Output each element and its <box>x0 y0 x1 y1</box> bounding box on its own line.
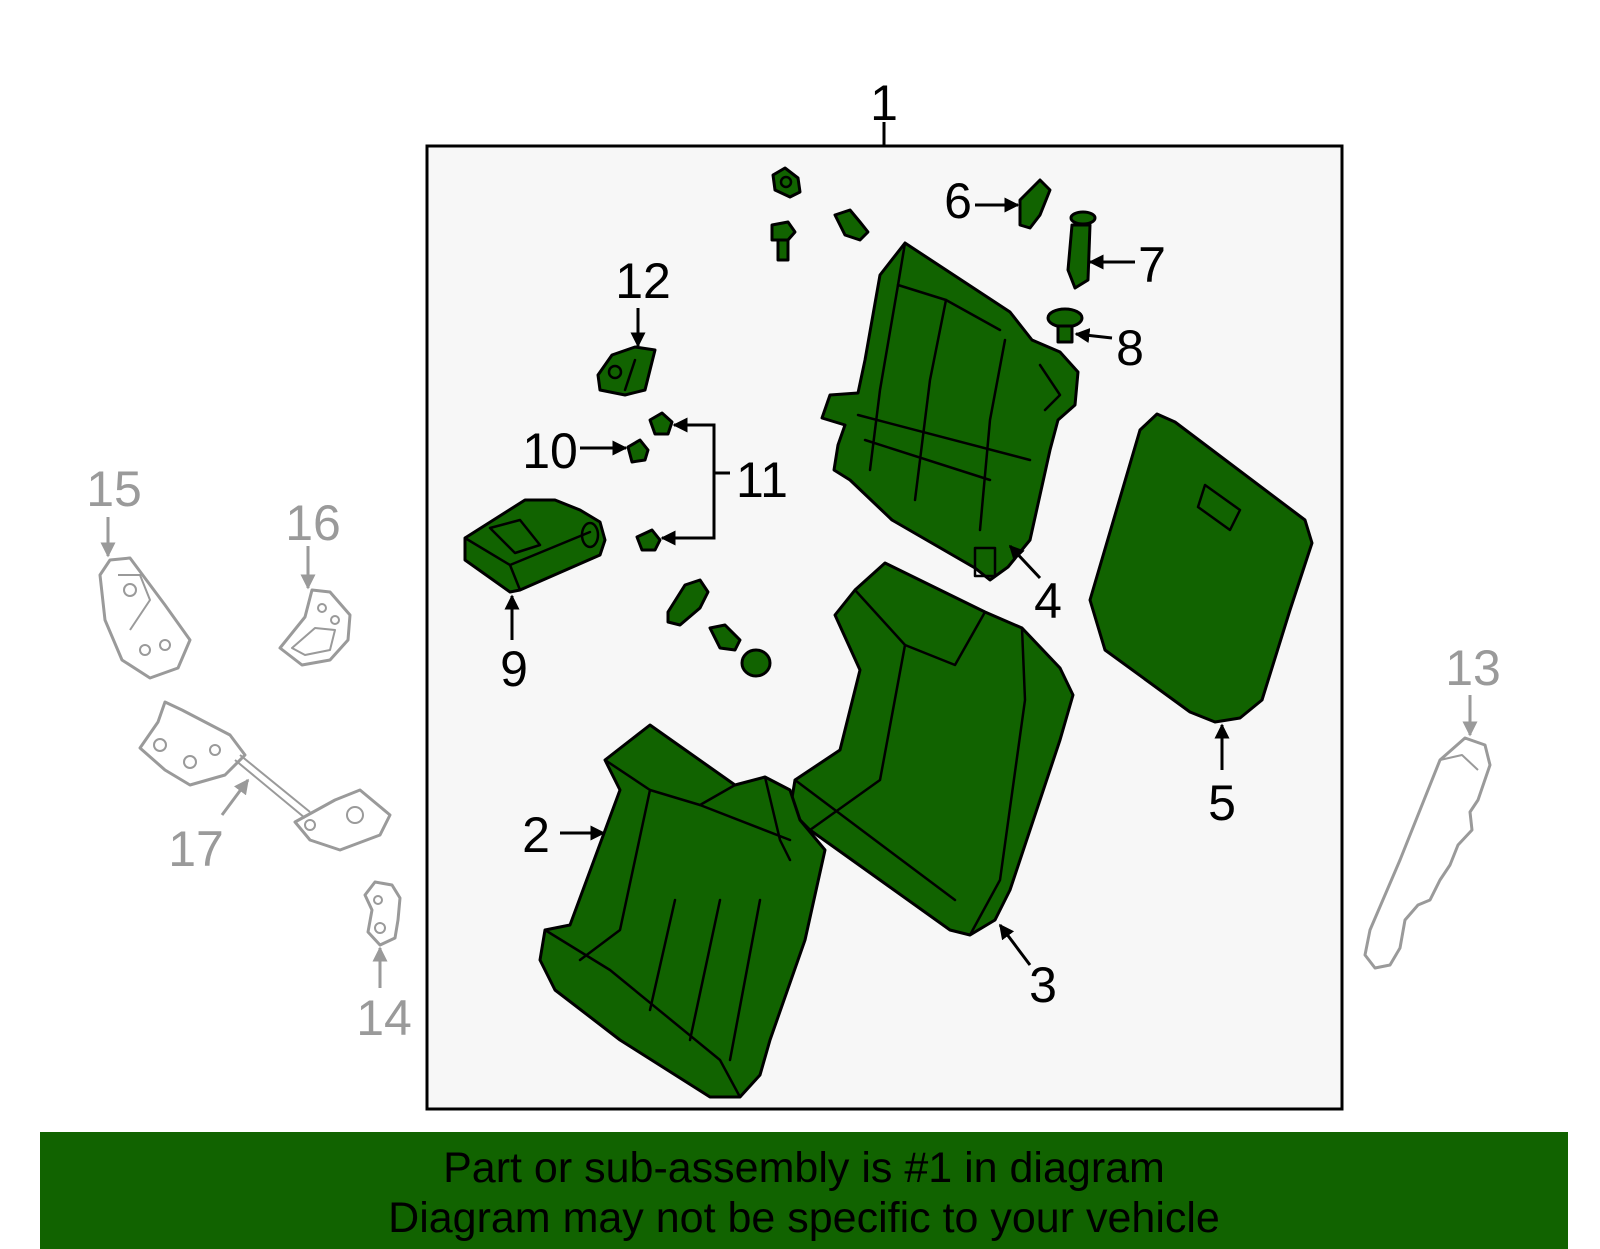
banner-line-2: Diagram may not be specific to your vehi… <box>388 1194 1220 1242</box>
fasteners-top <box>770 166 870 262</box>
callout-12: 12 <box>615 253 671 309</box>
callout-14: 14 <box>356 990 412 1046</box>
part-11-clips <box>635 411 674 552</box>
part-13-side-trim <box>1363 736 1492 970</box>
part-9-armrest <box>463 498 607 594</box>
callout-2: 2 <box>522 807 550 863</box>
part-15-hinge <box>98 556 192 680</box>
callout-17: 17 <box>168 821 224 877</box>
callout-7: 7 <box>1138 237 1166 293</box>
part-5-back-panel <box>1088 412 1314 724</box>
callout-10: 10 <box>522 423 578 479</box>
callout-8: 8 <box>1116 320 1144 376</box>
part-16-bracket <box>278 588 352 667</box>
callout-1: 1 <box>870 75 898 131</box>
callout-4: 4 <box>1034 573 1062 629</box>
callout-5: 5 <box>1208 775 1236 831</box>
part-10-clip <box>626 438 650 464</box>
part-3-seat-back-pad <box>788 561 1075 937</box>
part-14-clip <box>363 880 402 947</box>
part-2-seat-back-cover <box>538 723 827 1099</box>
part-8-pushpin <box>1046 307 1084 344</box>
hinge-fasteners <box>666 578 772 678</box>
part-4-seat-back-frame <box>820 241 1080 582</box>
callout-9: 9 <box>500 641 528 697</box>
part-12-bracket <box>596 345 657 397</box>
callout-6: 6 <box>944 173 972 229</box>
callout-16: 16 <box>285 495 341 551</box>
callout-3: 3 <box>1029 957 1057 1013</box>
part-17-cable-bracket <box>138 700 392 852</box>
banner-line-1: Part or sub-assembly is #1 in diagram <box>443 1144 1165 1192</box>
part-6-clip <box>1018 178 1052 230</box>
part-7-guide <box>1066 210 1097 290</box>
callout-15: 15 <box>86 461 142 517</box>
disclaimer-banner: Part or sub-assembly is #1 in diagram Di… <box>40 1132 1568 1249</box>
callout-13: 13 <box>1445 640 1501 696</box>
callout-11: 11 <box>736 452 788 508</box>
